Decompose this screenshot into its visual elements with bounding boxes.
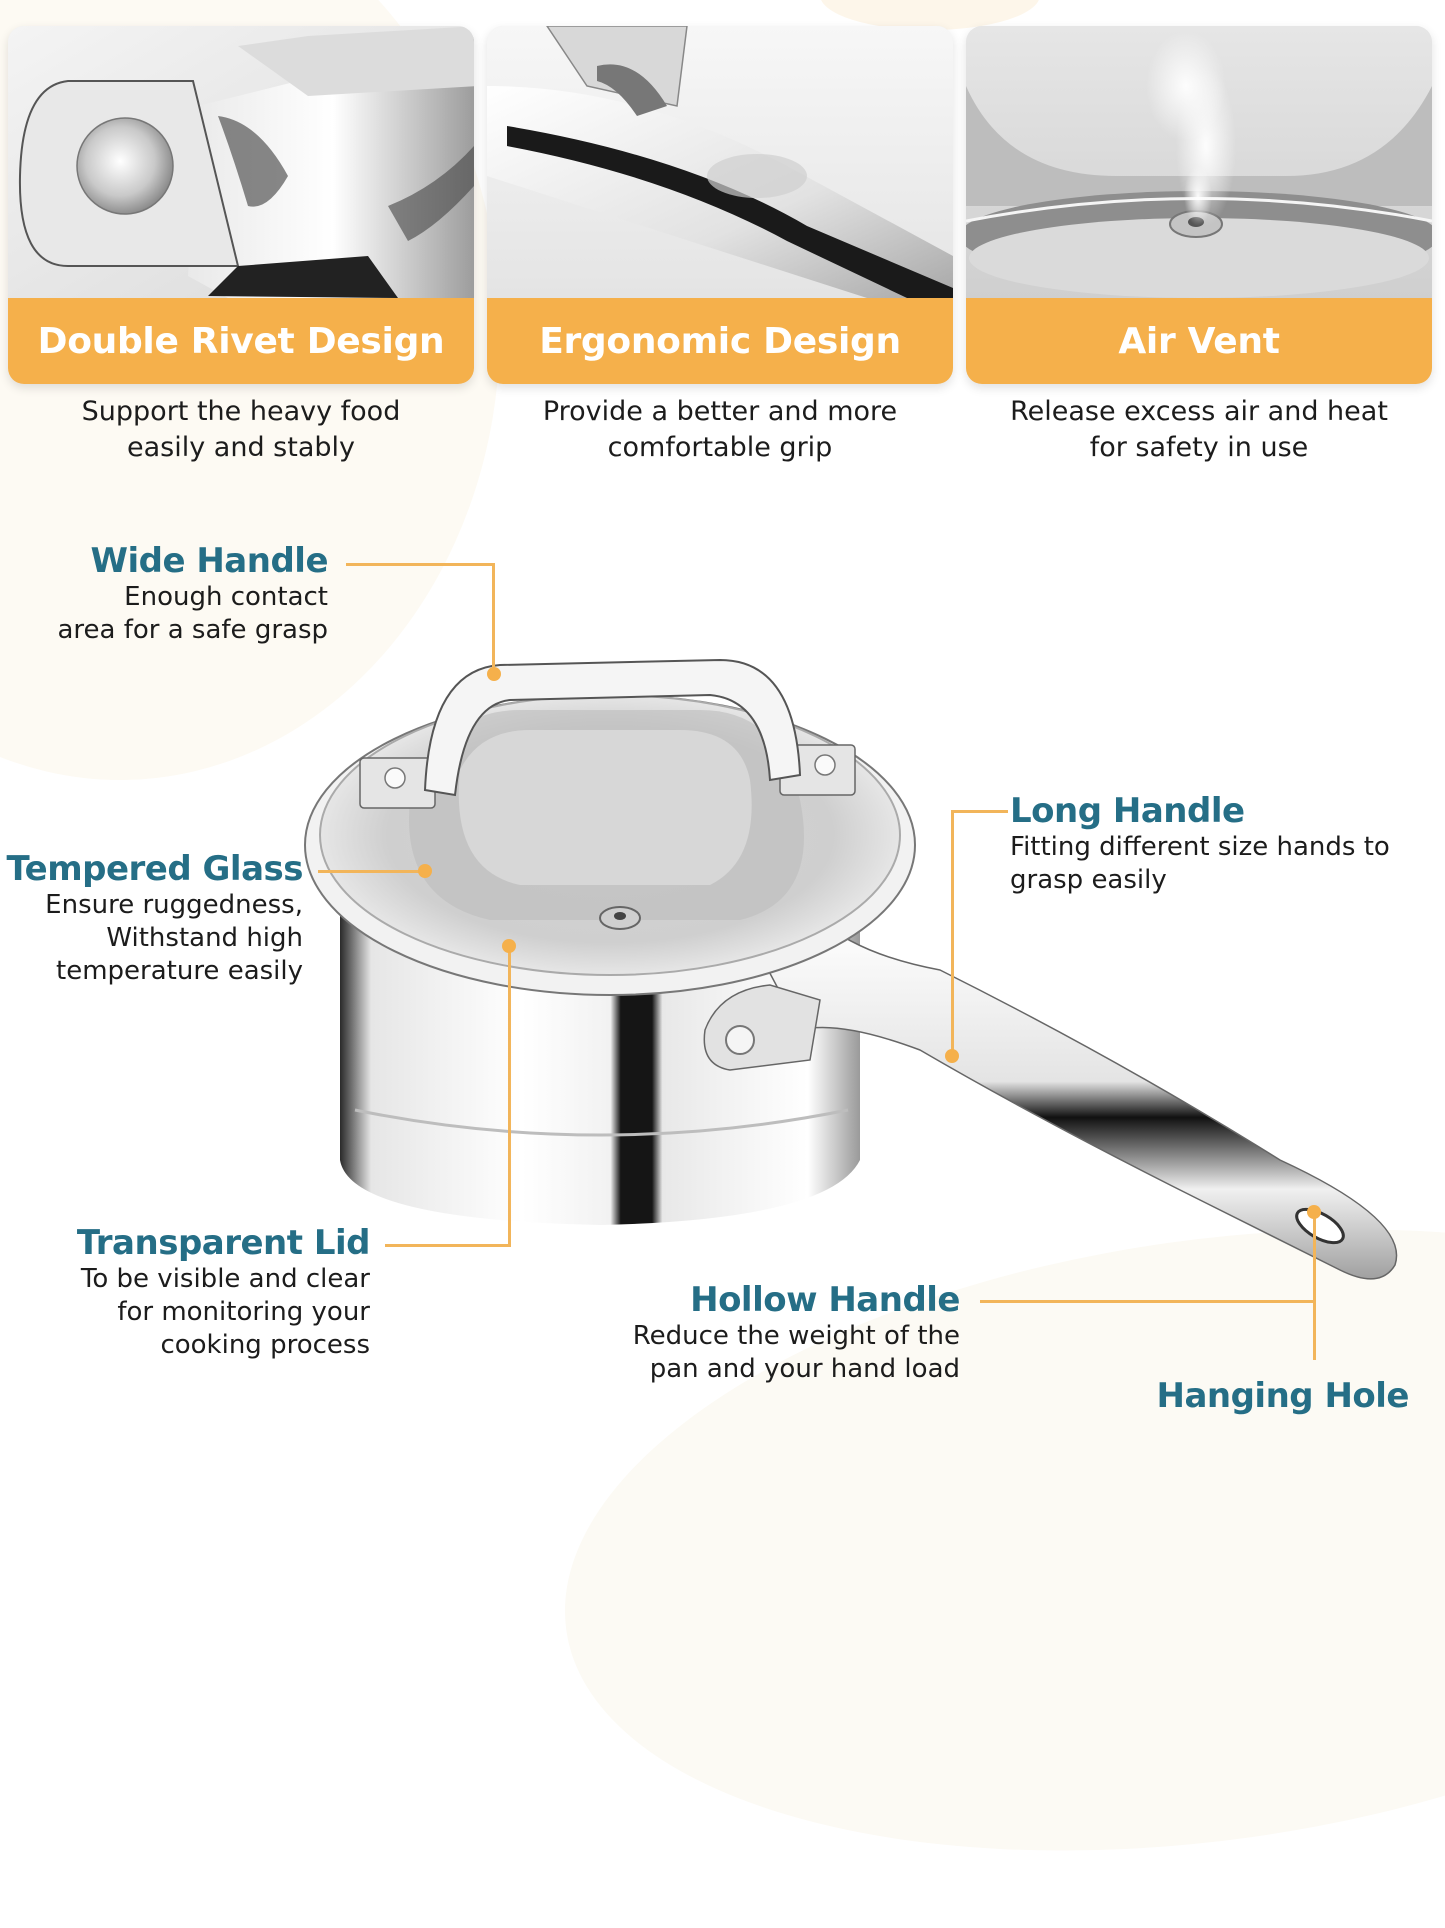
riveted-handle-photo — [8, 26, 474, 298]
callout-transparent-lid: Transparent Lid To be visible and clear … — [76, 1223, 371, 1362]
callout-description-line: To be visible and clear — [80, 1264, 370, 1294]
callout-marker-dot — [945, 1049, 959, 1063]
callout-wide-handle: Wide Handle Enough contact area for a sa… — [57, 541, 328, 647]
callout-marker-dot — [487, 667, 501, 681]
feature-title: Air Vent — [1118, 320, 1280, 362]
callout-marker-dot — [418, 864, 432, 878]
callout-description-line: Withstand high — [106, 923, 303, 953]
callout-description-line: Fitting different size hands to — [1010, 832, 1390, 862]
feature-card-double-rivet: Double Rivet Design — [8, 26, 474, 384]
callout-hollow-handle: Hollow Handle Reduce the weight of the p… — [632, 1280, 961, 1386]
callout-hanging-hole: Hanging Hole — [1156, 1376, 1409, 1416]
feature-title-band: Air Vent — [966, 298, 1432, 384]
callout-marker-dot — [502, 939, 516, 953]
callout-leader-line — [318, 870, 426, 873]
handle-grip-photo — [487, 26, 953, 298]
feature-title: Double Rivet Design — [37, 320, 445, 362]
callout-tempered-glass: Tempered Glass Ensure ruggedness, Withst… — [6, 849, 303, 988]
callout-description-line: Reduce the weight of the — [632, 1321, 960, 1351]
callout-title: Tempered Glass — [6, 849, 303, 889]
callout-leader-line — [385, 1244, 511, 1247]
callout-description-line: cooking process — [160, 1330, 370, 1360]
feature-title-band: Double Rivet Design — [8, 298, 474, 384]
callout-description-line: Enough contact — [124, 582, 328, 612]
description-line: for safety in use — [1089, 432, 1309, 463]
callout-description-line: grasp easily — [1010, 865, 1167, 895]
description-line: easily and stably — [127, 432, 355, 463]
callout-title: Long Handle — [1010, 791, 1245, 831]
callout-leader-line — [492, 563, 495, 673]
description-line: Provide a better and more — [542, 396, 898, 427]
description-line: Support the heavy food — [81, 396, 401, 427]
callout-title: Hanging Hole — [1156, 1376, 1409, 1416]
callout-marker-dot — [1307, 1205, 1321, 1219]
lid-steam-vent-photo — [966, 26, 1432, 298]
feature-description: Support the heavy food easily and stably — [8, 394, 474, 466]
callout-title: Hollow Handle — [690, 1280, 960, 1320]
callout-title: Wide Handle — [90, 541, 328, 581]
feature-title-band: Ergonomic Design — [487, 298, 953, 384]
callout-description-line: Ensure ruggedness, — [45, 890, 303, 920]
feature-card-air-vent: Air Vent — [966, 26, 1432, 384]
feature-description: Release excess air and heat for safety i… — [966, 394, 1432, 466]
callout-leader-line — [980, 1300, 1315, 1303]
callout-description-line: for monitoring your — [117, 1297, 370, 1327]
feature-description: Provide a better and more comfortable gr… — [487, 394, 953, 466]
callout-description-line: pan and your hand load — [649, 1354, 960, 1384]
callout-long-handle: Long Handle Fitting different size hands… — [1010, 791, 1390, 897]
callout-description-line: area for a safe grasp — [57, 615, 328, 645]
description-line: comfortable grip — [607, 432, 833, 463]
callout-leader-line — [951, 810, 954, 1055]
callout-leader-line — [1313, 1212, 1316, 1360]
description-line: Release excess air and heat — [1010, 396, 1388, 427]
callout-title: Transparent Lid — [76, 1223, 371, 1263]
callout-leader-line — [508, 946, 511, 1246]
saucepan-product-image — [304, 658, 1398, 1280]
callout-leader-line — [952, 810, 1008, 813]
feature-title: Ergonomic Design — [539, 320, 901, 362]
callout-description-line: temperature easily — [56, 956, 303, 986]
feature-card-ergonomic: Ergonomic Design — [487, 26, 953, 384]
callout-leader-line — [346, 563, 494, 566]
